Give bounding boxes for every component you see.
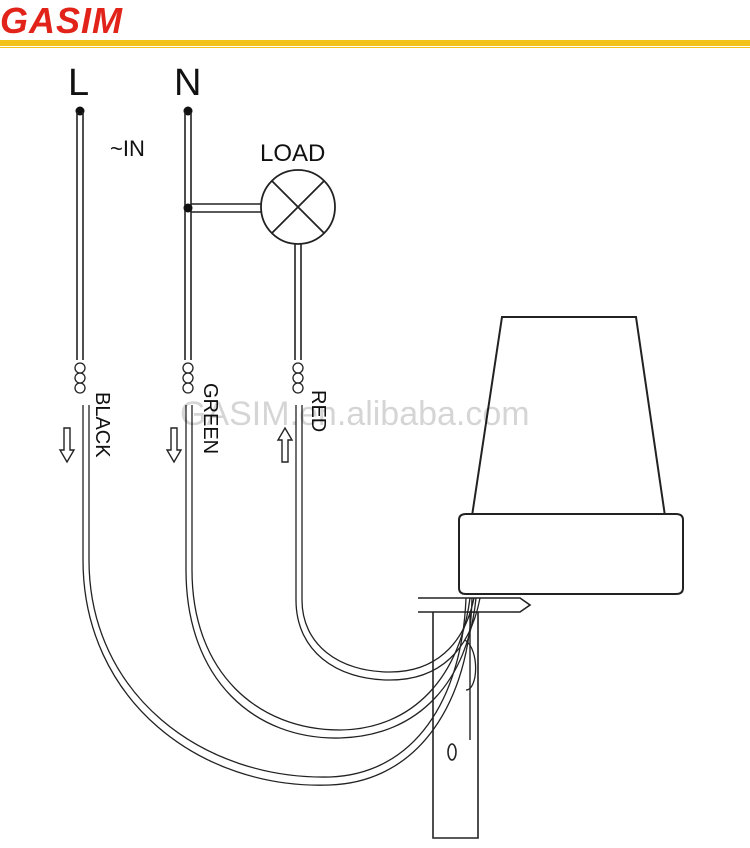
load-label: LOAD [260,140,325,167]
input-label: ~IN [110,136,145,161]
bracket-slot [447,743,457,761]
lead-wire-black [82,405,473,786]
wire-label-green: GREEN [199,383,221,454]
photocell-sensor [418,316,684,839]
wire-label-black: BLACK [91,392,113,458]
neutral-terminal-label: N [174,62,201,104]
neutral-supply-wire [184,112,192,360]
load-feed-wire [191,203,262,213]
arrow-down-black-icon [58,427,76,464]
load-return-wire [294,244,302,360]
watermark: GASIM.en.alibaba.com [180,395,530,433]
lead-wire-green [185,405,477,739]
sensor-base [458,513,684,595]
header: GASIM [0,0,750,48]
line-supply-wire [76,112,84,360]
splice-load [292,362,304,394]
load-lamp-symbol [260,169,336,245]
line-terminal-label: L [68,62,89,104]
header-yellow-line [0,47,750,48]
header-yellow-bar [0,40,750,46]
lead-wire-red [295,405,481,681]
arrow-up-red-icon [276,426,294,463]
arrow-down-green-icon [165,427,183,464]
wire-label-red: RED [307,390,329,432]
splice-line [74,362,86,394]
splice-neutral [182,362,194,394]
wire-bend [464,639,477,691]
neutral-junction-dot [183,203,193,213]
brand-logo: GASIM [0,0,123,41]
